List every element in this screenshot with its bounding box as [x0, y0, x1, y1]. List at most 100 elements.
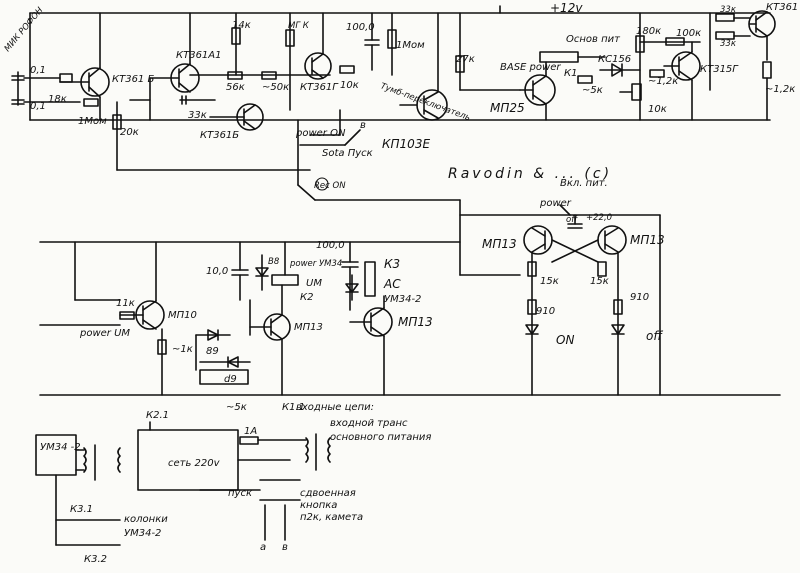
r33k-b-label: 33к — [720, 5, 737, 15]
resistor-910-a — [527, 299, 537, 315]
fuse-1a — [239, 436, 259, 445]
diode-box — [199, 369, 249, 385]
resistor-15k-b — [597, 261, 607, 277]
a-label: а — [260, 542, 266, 553]
diode-d9 — [199, 356, 251, 368]
base-power-label: BASE power — [500, 62, 561, 73]
transformer-input — [305, 433, 331, 471]
capacitor-100-b — [341, 241, 359, 311]
q2-label: КТ361А1 — [176, 50, 222, 61]
power-on-label: power ON — [295, 128, 346, 139]
power-label: power — [539, 198, 572, 209]
r1k-label: ~1к — [172, 344, 193, 355]
r12k-out-label: ~1,2к — [765, 84, 795, 95]
b-label-2: в — [282, 542, 288, 553]
knopka-label: кнопка — [300, 500, 337, 511]
kc156-label: КС156 — [598, 54, 631, 65]
vhod2-label: входной транс — [330, 418, 408, 429]
relay-k2 — [271, 274, 299, 286]
r50k-label: ~50к — [262, 82, 289, 93]
r20k-label: 20к — [120, 127, 139, 138]
resistor-1-2k-out — [762, 61, 772, 79]
c10-label: 10,0 — [206, 266, 228, 277]
r10k-b-label: 10к — [648, 104, 667, 115]
transformer-output — [83, 444, 121, 481]
off-led-label: off — [646, 329, 663, 343]
r15k-a-label: 15к — [540, 276, 559, 287]
osn-pit-label: Основ пит — [566, 34, 621, 45]
vkl-pit-label: Вкл. пит. — [560, 178, 608, 189]
k32-label: К3.2 — [84, 554, 107, 565]
pk-label: п2к, камета — [300, 512, 363, 523]
diode-b8 — [255, 254, 269, 291]
mp10-label: МП10 — [168, 310, 197, 321]
transistor-kt361-out — [748, 10, 776, 61]
rec-on-marker — [315, 177, 329, 191]
capacitor-10 — [231, 241, 249, 301]
um-label: UM — [306, 278, 322, 289]
r56k-label: 56к — [226, 82, 245, 93]
r33k-label: 33к — [188, 110, 207, 121]
c100-b-label: 100,0 — [316, 240, 345, 251]
transistor-mp13-b — [597, 225, 627, 396]
zener-kc156 — [599, 63, 641, 77]
switch-power — [559, 204, 571, 216]
power-um-label: power UM — [79, 328, 130, 339]
ac-label: AC — [383, 277, 401, 291]
k3-label: К3 — [384, 257, 400, 271]
mp25-label: МП25 — [490, 101, 525, 115]
mp13-d-label: МП13 — [398, 315, 433, 329]
r18k-label: 18к — [48, 94, 67, 105]
resistor-11k — [119, 311, 135, 320]
transistor-mp25 — [519, 74, 556, 121]
um342-label: УМ34-2 — [124, 528, 161, 539]
transistor-mp10 — [119, 241, 165, 330]
c100-label: 100,0 — [346, 22, 375, 33]
um34-box-label: УМ34 -2 — [40, 442, 81, 453]
r100k-label: 100к — [676, 28, 701, 39]
off-label: off — [566, 215, 578, 225]
vhod-label: входные цепи: — [296, 402, 374, 413]
resistor-1-2k — [649, 69, 665, 78]
q4-label: КТ361Г — [300, 82, 339, 93]
d910-b-label: 910 — [630, 292, 649, 303]
mic-label: МИК РОФОН — [3, 5, 46, 54]
capacitor-22 — [567, 214, 583, 229]
k31-label: К3.1 — [70, 504, 93, 515]
plus12-label: +12v — [550, 1, 583, 15]
resistor-33k-b — [715, 13, 735, 22]
r33k-c-label: 33к — [720, 39, 737, 49]
d910-a-label: 910 — [536, 306, 555, 317]
d-b8-label: В8 — [268, 257, 280, 267]
r27k-label: 27к — [456, 54, 475, 65]
q3-label: КТ361Б — [200, 130, 239, 141]
r5k-label: ~5к — [582, 85, 603, 96]
r10k-label: 10к — [340, 80, 359, 91]
r14k-label: 14к — [232, 20, 251, 31]
r15k-b-label: 15к — [590, 276, 609, 287]
r5k-b-label: ~5к — [226, 402, 247, 413]
k21-label: К2.1 — [146, 410, 169, 421]
resistor-18k — [59, 73, 73, 83]
r11k-label: 11к — [116, 298, 135, 309]
vhod3-label: основного питания — [330, 432, 431, 443]
r12k-label: ~1,2к — [648, 76, 678, 87]
rec-on-label: Rec ON — [314, 181, 346, 191]
power-um34-label: power УМ34 — [289, 259, 342, 269]
um34-2-label: УМ34-2 — [384, 294, 421, 305]
transistor-q4 — [304, 12, 332, 80]
transistor-q3 — [209, 103, 264, 131]
q1-label: КТ361 Б — [112, 74, 154, 85]
on-label: ON — [556, 333, 574, 347]
d-d9-label: d9 — [224, 374, 237, 385]
relay-k3 — [364, 261, 376, 297]
resistor-10k-a — [339, 65, 355, 74]
fuse-label: 1А — [244, 426, 257, 437]
k2-label: К2 — [300, 292, 313, 303]
resistor-5k — [577, 75, 593, 84]
capacitor-100 — [364, 12, 380, 71]
resistor-910-b — [613, 299, 623, 315]
resistor-1m — [83, 98, 99, 107]
